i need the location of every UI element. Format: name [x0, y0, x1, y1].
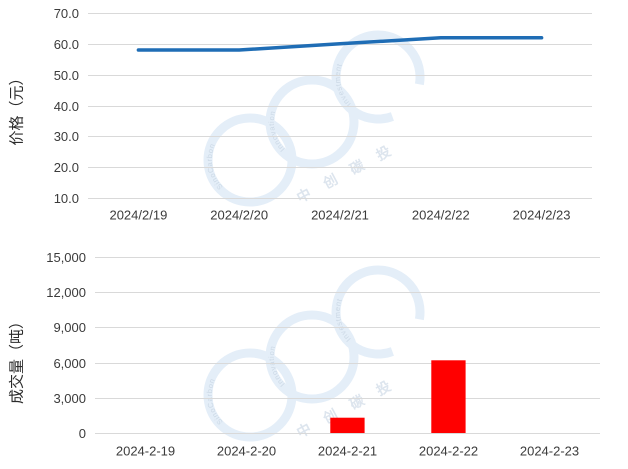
x-tick-label: 2024/2/19	[109, 208, 167, 223]
series-marks	[330, 360, 466, 433]
bar	[330, 417, 365, 433]
watermark-ring	[331, 30, 425, 124]
axis-labels: 70.0 60.0 50.0 40.0 30.0 20.0 10.0 2024/2/19 202…	[54, 6, 571, 223]
y-tick-label: 15,000	[46, 250, 86, 265]
watermark-logo-bottom: SinoCarbon Innovation Investment 中创碳投	[203, 265, 425, 442]
y-tick-label: 40.0	[54, 99, 79, 114]
watermark-text: Investment	[333, 297, 353, 344]
watermark-ring	[265, 75, 359, 169]
y-tick-label: 3,000	[53, 391, 86, 406]
watermark-ring	[331, 265, 425, 359]
bar	[431, 360, 466, 433]
gridlines	[88, 13, 592, 199]
y-tick-label: 60.0	[54, 37, 79, 52]
y-tick-label: 0	[79, 426, 86, 441]
axis-labels: 15,000 12,000 9,000 6,000 3,000 0 2024-2-19 202…	[46, 250, 579, 459]
watermark-ring	[203, 348, 297, 442]
y-tick-label: 30.0	[54, 129, 79, 144]
x-tick-label: 2024/2/22	[412, 208, 470, 223]
price-line-chart: 70.0 60.0 50.0 40.0 30.0 20.0 10.0 2024/2/19 202…	[54, 6, 592, 223]
y-tick-label: 50.0	[54, 68, 79, 83]
x-tick-label: 2024-2-22	[419, 444, 478, 459]
watermark-text: Investment	[333, 62, 353, 109]
watermark-logo-top: SinoCarbon Innovation Investment 中创碳投	[203, 30, 425, 207]
y-tick-label: 70.0	[54, 6, 79, 21]
series-line	[136, 35, 544, 52]
y-tick-label: 20.0	[54, 160, 79, 175]
price-y-axis-title: 价格（元）	[9, 70, 26, 145]
x-tick-label: 2024/2/21	[311, 208, 369, 223]
x-tick-label: 2024/2/23	[513, 208, 571, 223]
y-tick-label: 6,000	[53, 356, 86, 371]
volume-bar-chart: 15,000 12,000 9,000 6,000 3,000 0 2024-2-19 202…	[46, 250, 600, 459]
gridlines	[95, 257, 600, 434]
series-marks	[136, 35, 544, 52]
volume-y-axis-title: 成交量（吨）	[8, 314, 26, 404]
x-tick-label: 2024-2-23	[520, 444, 579, 459]
y-tick-label: 12,000	[46, 285, 86, 300]
x-tick-label: 2024-2-21	[318, 444, 377, 459]
y-tick-label: 10.0	[54, 191, 79, 206]
x-tick-label: 2024-2-20	[217, 444, 276, 459]
x-tick-label: 2024/2/20	[210, 208, 268, 223]
watermark-ring	[203, 113, 297, 207]
x-tick-label: 2024-2-19	[116, 444, 175, 459]
y-tick-label: 9,000	[53, 320, 86, 335]
